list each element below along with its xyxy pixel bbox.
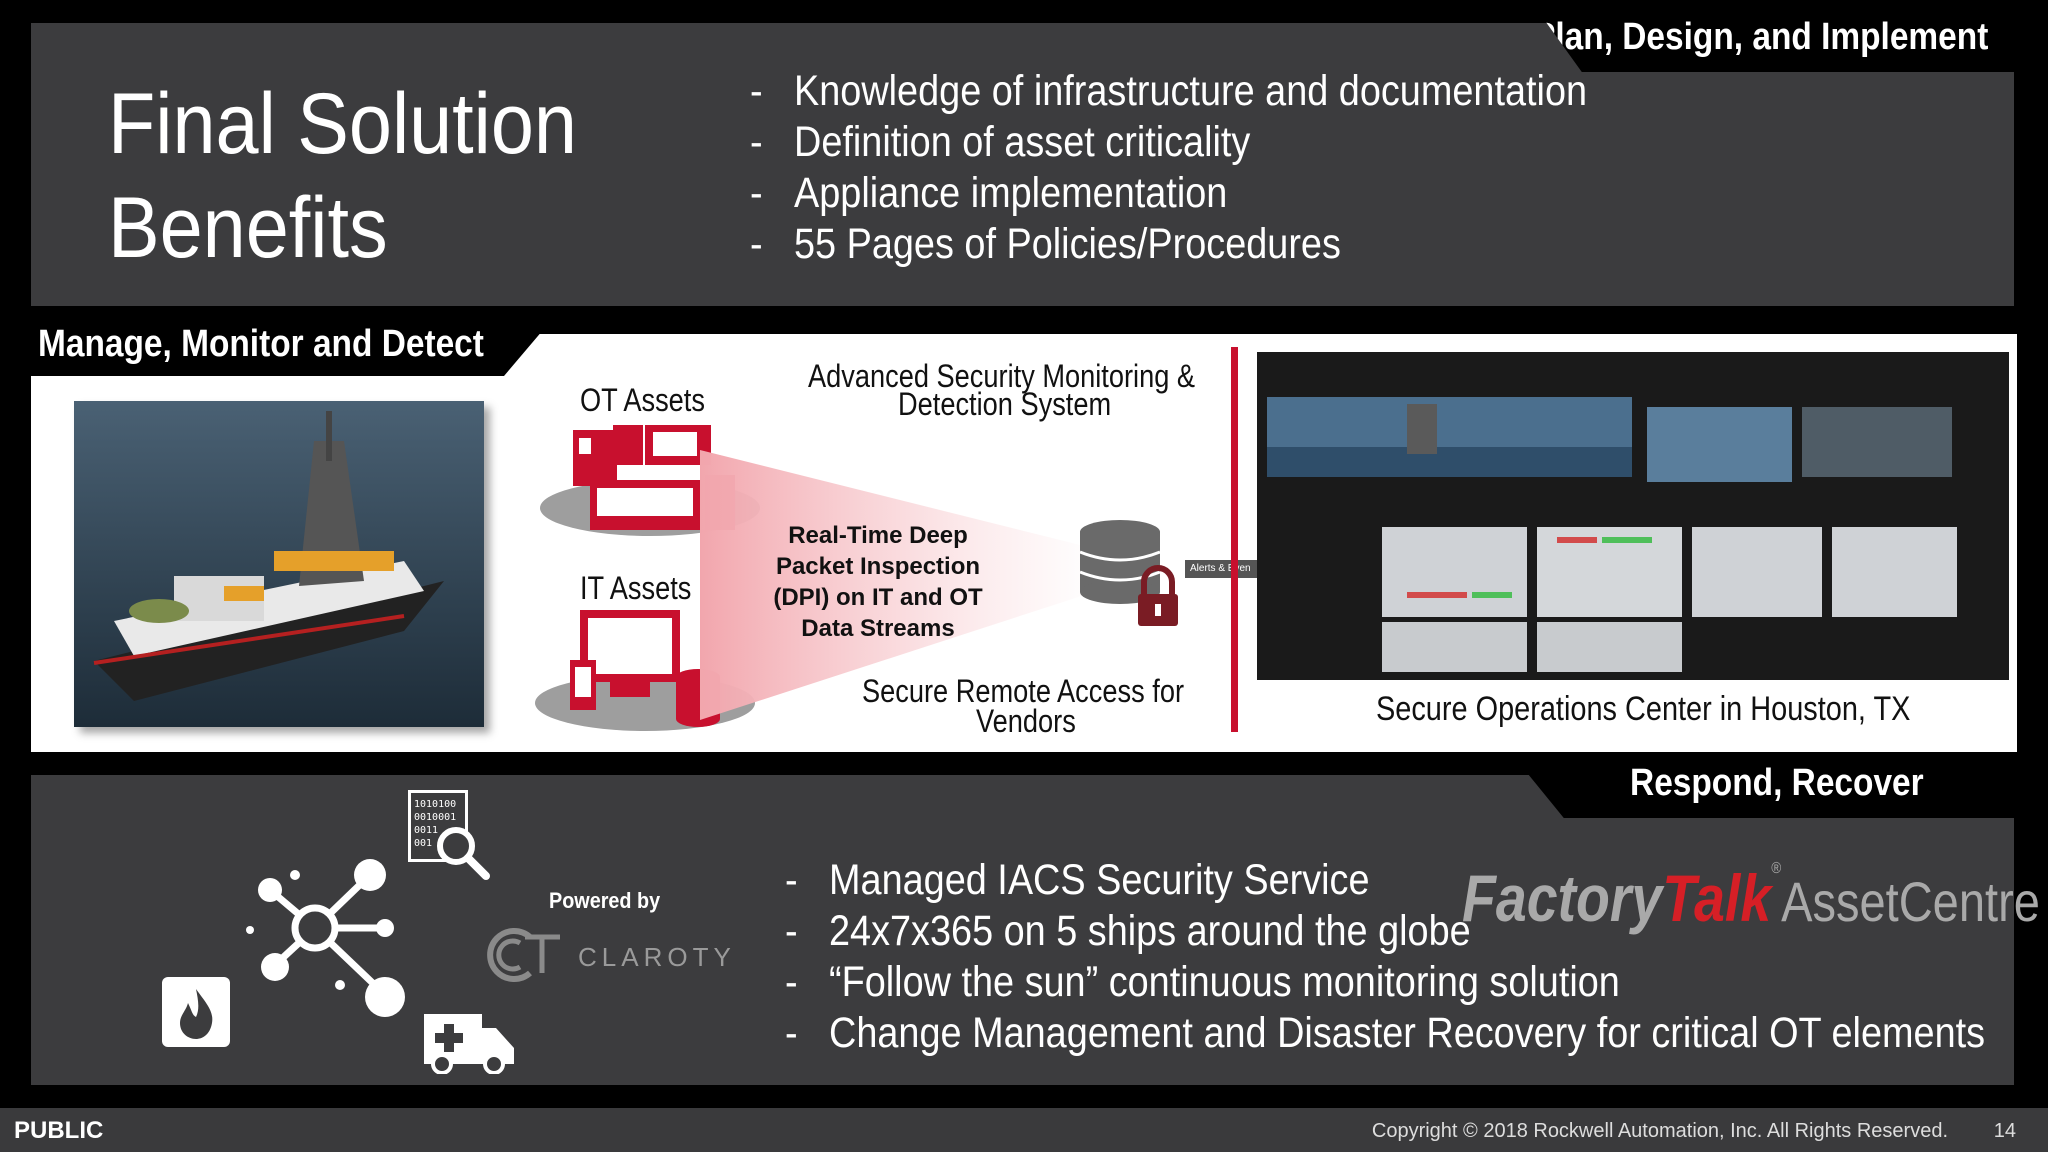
operations-center-photo (1257, 352, 2009, 680)
manage-monitor-heading: Manage, Monitor and Detect (38, 323, 484, 365)
monitoring-title-2: Detection System (898, 386, 1112, 422)
list-item: -Appliance implementation (750, 169, 1228, 217)
title-line-1: Final Solution (108, 76, 577, 172)
claroty-logo-icon (487, 928, 560, 982)
ot-assets-label: OT Assets (580, 382, 705, 418)
list-item: -Knowledge of infrastructure and documen… (750, 67, 1588, 115)
plan-design-heading: Plan, Design, and Implement (1532, 16, 1988, 58)
list-item: -55 Pages of Policies/Procedures (750, 220, 1341, 268)
divider-line (1231, 347, 1238, 732)
drillship-photo (74, 401, 484, 727)
factorytalk-assetcentre-logo: FactoryTalk®AssetCentre (1462, 860, 2040, 935)
list-item: -Change Management and Disaster Recovery… (785, 1009, 1986, 1057)
magnifier-icon (437, 827, 490, 880)
list-item: -Definition of asset criticality (750, 118, 1251, 166)
title-line-2: Benefits (108, 180, 388, 276)
monitoring-title-1: Advanced Security Monitoring & (808, 358, 1196, 394)
classification-label: PUBLIC (14, 1117, 104, 1144)
remote-access-2: Vendors (976, 703, 1076, 739)
alerts-events-label: Alerts & Even (1185, 560, 1257, 578)
fire-icon (162, 977, 230, 1047)
soc-caption: Secure Operations Center in Houston, TX (1376, 690, 1911, 728)
it-assets-label: IT Assets (580, 570, 692, 606)
dpi-description: Real-Time Deep Packet Inspection (DPI) o… (773, 522, 983, 642)
remote-access-1: Secure Remote Access for (862, 673, 1185, 709)
data-stream-wedge (700, 450, 1100, 720)
respond-recover-heading: Respond, Recover (1630, 762, 1924, 804)
respond-recover-tab: Respond, Recover (1510, 752, 2048, 818)
list-item: -24x7x365 on 5 ships around the globe (785, 907, 1471, 955)
powered-by-label: Powered by (549, 888, 661, 913)
plan-bullet-list: -Knowledge of infrastructure and documen… (750, 66, 1587, 270)
copyright-text: Copyright © 2018 Rockwell Automation, In… (1371, 1120, 1948, 1142)
footer-bar: PUBLIC Copyright © 2018 Rockwell Automat… (0, 1108, 2048, 1152)
slide-title: Final Solution Benefits (108, 72, 577, 280)
list-item: -“Follow the sun” continuous monitoring … (785, 958, 1620, 1006)
database-lock-icon (1079, 520, 1178, 626)
list-item: -Managed IACS Security Service (785, 856, 1370, 904)
page-number: 14 (1993, 1120, 2016, 1142)
manage-monitor-tab: Manage, Monitor and Detect (0, 310, 560, 376)
claroty-wordmark: CLAROTY (578, 942, 736, 972)
plan-design-tab: Plan, Design, and Implement (1530, 0, 2048, 72)
network-hub-icon (246, 859, 405, 1017)
ambulance-icon (424, 1014, 514, 1074)
respond-bullet-list: -Managed IACS Security Service -24x7x365… (785, 855, 1985, 1059)
